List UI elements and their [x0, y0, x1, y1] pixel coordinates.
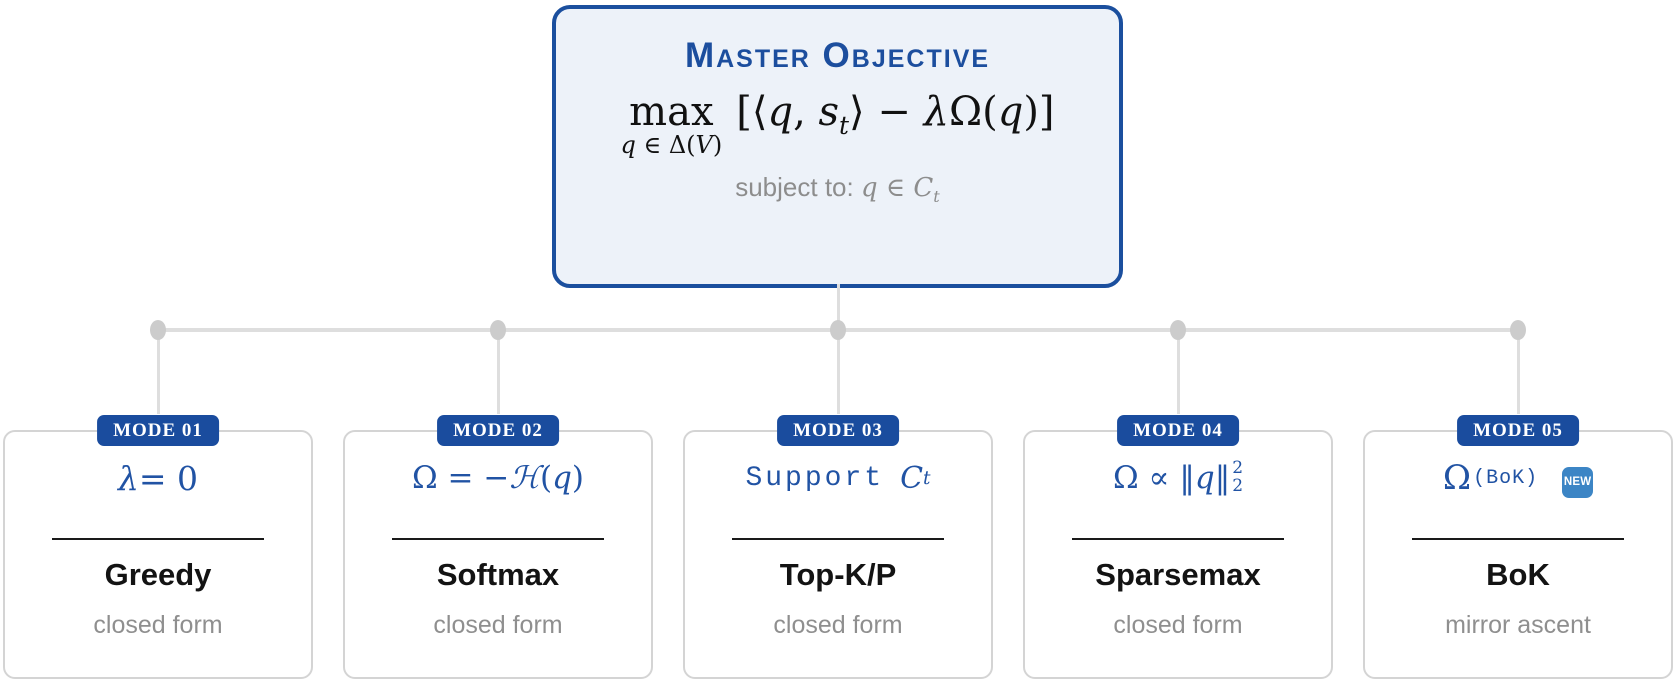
connector-dot-5 [1510, 320, 1526, 340]
card-divider [52, 538, 264, 540]
max-constraint: q ∈ Δ(V) [620, 131, 723, 159]
new-badge: NEW [1562, 466, 1594, 498]
mode-03-badge: MODE 03 [777, 415, 899, 446]
mode-04-badge: MODE 04 [1117, 415, 1239, 446]
connector-drop-2 [496, 330, 500, 414]
connector-dot-4 [1170, 320, 1186, 340]
mode-04-name: Sparsemax [1095, 557, 1261, 592]
mode-card-bok: MODE 05 Ω(BoK)NEW BoK mirror ascent [1363, 415, 1673, 679]
mode-01-badge: MODE 01 [97, 415, 219, 446]
mode-card-greedy: MODE 01 λ = 0 Greedy closed form [3, 415, 313, 679]
card-divider [392, 538, 604, 540]
connector-master-stub [836, 284, 840, 330]
card-divider [1412, 538, 1624, 540]
mode-05-name: BoK [1486, 557, 1550, 592]
mode-03-method: closed form [773, 611, 903, 639]
mode-02-name: Softmax [436, 557, 560, 592]
mode-05-badge: MODE 05 [1457, 415, 1579, 446]
card-divider [1072, 538, 1284, 540]
mode-02-formula: Ω = −ℋ(q) [411, 460, 585, 496]
connector-dot-2 [490, 320, 506, 340]
connector-drop-3 [836, 330, 840, 414]
connector-dot-3 [830, 320, 846, 340]
connector-dot-1 [150, 320, 166, 340]
mode-05-formula: Ω(BoK)NEW [1442, 458, 1594, 498]
max-operator-block: max q ∈ Δ(V) [620, 88, 722, 158]
connector-drop-4 [1176, 330, 1180, 414]
mode-01-name: Greedy [104, 557, 212, 592]
card-divider [732, 538, 944, 540]
mode-05-method: mirror ascent [1445, 611, 1591, 639]
mode-01-method: closed form [93, 611, 223, 639]
master-formula: max q ∈ Δ(V) [⟨q, st⟩ − λΩ(q)] [556, 88, 1119, 158]
subject-to-line: subject to: q ∈ Ct [735, 172, 940, 207]
mode-04-method: closed form [1113, 611, 1243, 639]
mode-01-formula: λ = 0 [117, 458, 199, 498]
connector-drop-5 [1516, 330, 1520, 414]
max-operator: max [629, 89, 714, 135]
master-title: Master Objective [684, 36, 991, 75]
master-objective-box: Master Objective max q ∈ Δ(V) [⟨q, st⟩ −… [552, 5, 1123, 288]
objective-expression: [⟨q, st⟩ − λΩ(q)] [736, 89, 1055, 140]
mode-02-badge: MODE 02 [437, 415, 559, 446]
connector-drop-1 [156, 330, 160, 414]
mode-02-method: closed form [433, 611, 563, 639]
mode-card-softmax: MODE 02 Ω = −ℋ(q) Softmax closed form [343, 415, 653, 679]
mode-03-name: Top-K/P [779, 557, 897, 592]
